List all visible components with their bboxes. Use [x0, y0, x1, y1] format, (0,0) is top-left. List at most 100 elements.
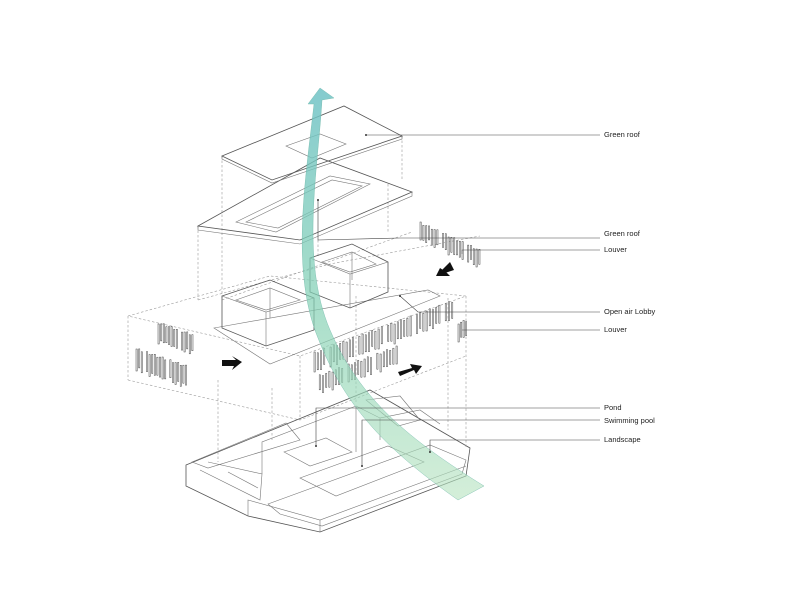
louver-slat	[318, 374, 321, 391]
louver-slat	[425, 225, 428, 243]
louver-slat	[153, 354, 156, 376]
louver-slat	[409, 315, 412, 337]
louver-slat	[151, 354, 154, 374]
louver-slat	[379, 353, 382, 373]
louver-slat	[322, 375, 324, 393]
louver-slat	[390, 322, 393, 342]
louver-slat	[170, 326, 173, 347]
louver-slat	[377, 328, 380, 350]
louver-slat	[173, 329, 176, 347]
louver-slat	[406, 317, 409, 337]
louver-slat	[447, 236, 450, 256]
louver-slat	[363, 358, 366, 378]
louver-slat	[161, 356, 164, 380]
leader-lines	[315, 134, 600, 467]
louver-slat	[364, 334, 367, 353]
louver-slat	[168, 326, 170, 345]
louver-slat	[371, 330, 374, 347]
louver-slat	[395, 345, 398, 365]
louver-slat	[182, 364, 185, 384]
louver-slat	[387, 325, 390, 342]
louver-slat	[348, 339, 351, 358]
label-landscape: Landscape	[604, 435, 641, 444]
louver-slat	[172, 362, 174, 383]
top-green-roof	[221, 105, 404, 184]
louver-slat	[451, 302, 454, 319]
wind-arrow-icon	[436, 262, 454, 276]
louver-panels	[135, 221, 481, 393]
louver-slat	[374, 330, 377, 350]
louver-slat	[148, 354, 151, 377]
louver-slat	[140, 351, 143, 374]
louver-slat	[419, 221, 422, 241]
louver-slat	[370, 357, 372, 375]
louver-slat	[428, 308, 431, 327]
louver-slat	[156, 356, 159, 376]
louver-slat	[453, 237, 456, 255]
louver-slat	[138, 348, 141, 369]
louver-slat	[188, 334, 191, 355]
label-swimming-pool: Swimming pool	[604, 416, 655, 425]
louver-slat	[462, 320, 465, 338]
louver-slat	[331, 371, 334, 391]
louver-slat	[169, 359, 172, 378]
louver-slat	[435, 307, 438, 324]
louver-slat	[358, 335, 361, 355]
airflow-ribbon-arrow-icon	[301, 87, 485, 501]
louver-slat	[177, 362, 180, 382]
louver-slat	[181, 331, 183, 351]
louver-slat	[352, 337, 354, 357]
louver-slat	[185, 364, 187, 386]
label-green-roof-top: Green roof	[604, 130, 641, 139]
landscape-area	[191, 422, 301, 469]
louver-slat	[457, 323, 460, 343]
louver-slat	[396, 321, 399, 340]
louver-slat	[382, 351, 385, 368]
louver-slat	[442, 233, 444, 248]
louver-slat	[325, 373, 328, 388]
louver-slat	[368, 332, 370, 352]
louver-slat	[472, 248, 475, 265]
louver-slat	[179, 365, 182, 387]
louver-slat	[366, 356, 369, 373]
louver-slat	[360, 360, 363, 378]
label-louver-upper: Louver	[604, 245, 627, 254]
louver-slat	[316, 352, 319, 371]
label-green-roof-mid: Green roof	[604, 229, 641, 238]
wind-arrow-icon	[222, 356, 242, 370]
louver-slat	[478, 249, 481, 265]
louver-slat	[162, 323, 165, 344]
label-open-air-lobby: Open air Lobby	[604, 307, 656, 316]
wind-arrow-icon	[398, 364, 422, 376]
label-louver-lower: Louver	[604, 325, 627, 334]
louver-slat	[165, 326, 168, 343]
louver-slat	[416, 314, 418, 334]
louver-slat	[135, 348, 138, 372]
louver-slat	[183, 331, 186, 353]
louver-slat	[458, 240, 461, 258]
louver-slat	[430, 228, 433, 246]
louver-slat	[444, 233, 447, 250]
wind-arrows	[222, 262, 454, 376]
louver-slat	[157, 323, 160, 345]
site-slab	[185, 389, 471, 533]
louver-slat	[433, 229, 436, 248]
louver-slat	[160, 323, 163, 342]
louver-slat	[389, 350, 392, 365]
louver-slat	[159, 356, 161, 378]
louver-slat	[419, 312, 422, 329]
louver-slat	[436, 229, 439, 246]
louver-slat	[146, 351, 148, 372]
louver-slat	[175, 329, 178, 349]
louver-slat	[422, 312, 425, 332]
louver-slat	[174, 362, 177, 385]
open-air-lobby-slab	[213, 289, 441, 365]
louver-slat	[450, 237, 453, 253]
pond	[283, 437, 353, 467]
louver-slat	[392, 347, 395, 365]
lobby-volumes	[221, 243, 389, 347]
louver-slat	[380, 326, 383, 345]
louver-slat	[345, 341, 348, 363]
louver-slat	[432, 309, 434, 329]
